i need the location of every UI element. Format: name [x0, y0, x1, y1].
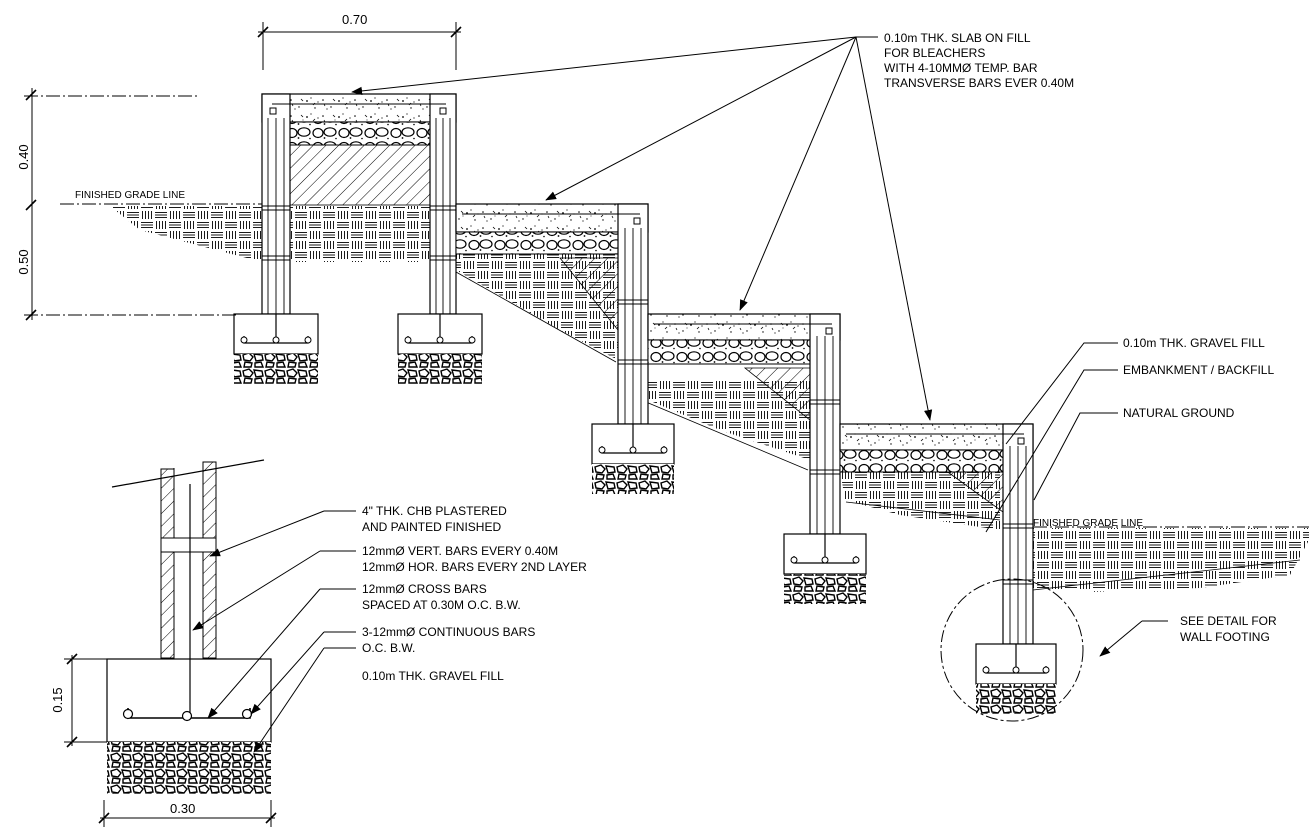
- slab-callout-line1: 0.10m THK. SLAB ON FILL: [884, 31, 1031, 45]
- step2-gravel: [455, 231, 619, 255]
- slab-callout-line4: TRANSVERSE BARS EVER 0.40M: [884, 76, 1074, 90]
- backfill-step3: [648, 380, 810, 460]
- grade-label-left: FINISHED GRADE LINE: [75, 190, 185, 201]
- grade-label-right: FINISHED GRADE LINE: [1033, 518, 1143, 529]
- step2-footing-gravel: [592, 464, 674, 494]
- step2-slab: [455, 203, 649, 233]
- step1-gravel: [289, 121, 431, 146]
- step3-footing-gravel: [784, 574, 866, 604]
- step1-left-footing-gravel: [234, 354, 318, 384]
- see-detail-line2: WALL FOOTING: [1180, 630, 1270, 644]
- ground-right: [1033, 528, 1309, 592]
- detail-circle: [940, 578, 1084, 722]
- chb-callout-line1: 4" THK. CHB PLASTERED: [362, 504, 507, 518]
- earth-fill-layers: [110, 144, 1309, 592]
- vert-bars-callout-line1: 12mmØ VERT. BARS EVERY 0.40M: [362, 544, 558, 558]
- step4-slab: [839, 423, 1034, 451]
- detail-footing: [106, 658, 272, 743]
- natural-ground-slope-ticks: [455, 271, 1301, 591]
- cross-bars-callout-line2: SPACED AT 0.30M O.C. B.W.: [362, 598, 521, 612]
- natural-ground-callout: NATURAL GROUND: [1123, 406, 1235, 420]
- detail-footing-gravel: [107, 742, 271, 794]
- ground-left: [110, 206, 262, 262]
- detail-wall-right-plaster: [202, 461, 217, 659]
- vert-bars-callout-line2: 12mmØ HOR. BARS EVERY 2ND LAYER: [362, 560, 587, 574]
- step1-slab: [261, 93, 457, 123]
- backfill-step1: [290, 206, 430, 262]
- grade-lines: FINISHED GRADE LINE FINISHED GRADE LINE: [60, 190, 1309, 529]
- step4-footing-gravel: [976, 684, 1056, 714]
- leaders-main: [351, 36, 1168, 657]
- continuous-bars-callout-line2: O.C. B.W.: [362, 641, 415, 655]
- detail-wall-left-plaster: [160, 468, 175, 659]
- step1-right-footing-gravel: [398, 354, 482, 384]
- cross-bars-callout-line1: 12mmØ CROSS BARS: [362, 582, 487, 596]
- wall-footing-detail: 0.15 0.30 4" THK. CHB PLASTERED AND PAIN…: [50, 459, 587, 827]
- step4-gravel: [839, 449, 1004, 473]
- chb-callout-line2: AND PAINTED FINISHED: [362, 520, 501, 534]
- step-4: [839, 423, 1084, 722]
- step3-gravel: [647, 339, 811, 365]
- slab-callout-line2: FOR BLEACHERS: [884, 46, 985, 60]
- dim-upper-height: 0.40: [16, 144, 31, 169]
- slab-callout: 0.10m THK. SLAB ON FILL FOR BLEACHERS WI…: [884, 31, 1074, 90]
- dim-footing-height: 0.15: [50, 687, 65, 712]
- detail-gravel-fill-callout: 0.10m THK. GRAVEL FILL: [362, 669, 504, 683]
- see-detail-line1: SEE DETAIL FOR: [1180, 614, 1277, 628]
- step-3: [647, 313, 867, 604]
- continuous-bars-callout-line1: 3-12mmØ CONTINUOUS BARS: [362, 625, 535, 639]
- embankment-step1: [289, 144, 431, 206]
- step-1: [233, 93, 483, 384]
- step-2: [455, 203, 675, 494]
- embankment-callout: EMBANKMENT / BACKFILL: [1123, 363, 1274, 377]
- dim-lower-height: 0.50: [16, 249, 31, 274]
- gravel-fill-callout: 0.10m THK. GRAVEL FILL: [1123, 336, 1265, 350]
- dim-top-width: 0.70: [342, 12, 367, 27]
- slab-callout-line3: WITH 4-10MMØ TEMP. BAR: [884, 61, 1038, 75]
- dimensions: [24, 22, 462, 321]
- dim-footing-width: 0.30: [170, 801, 195, 816]
